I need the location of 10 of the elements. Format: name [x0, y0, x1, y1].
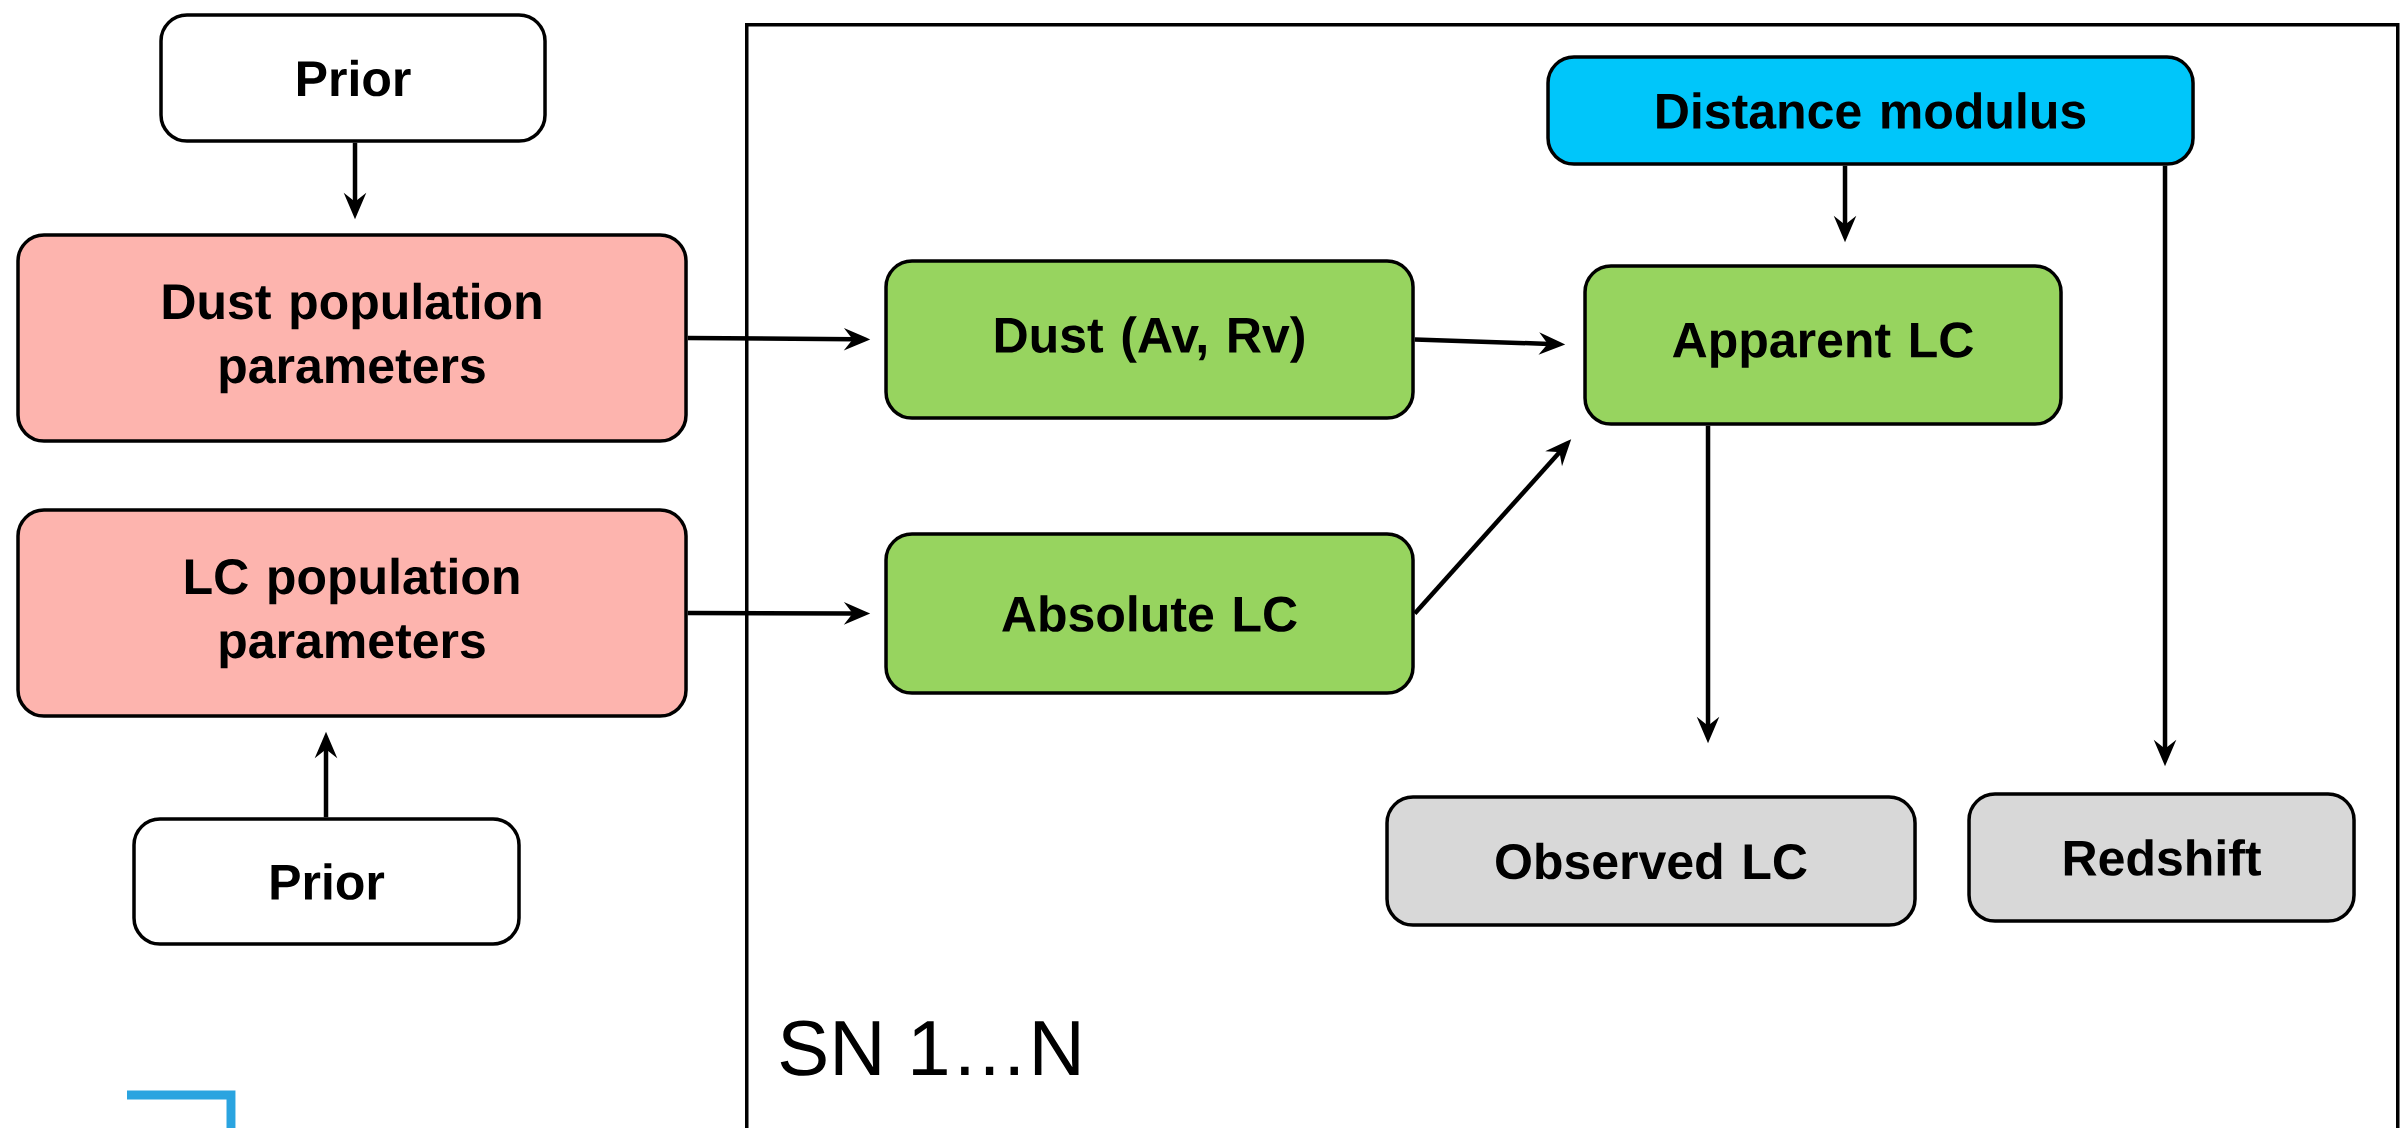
- process-box: Absolute LC: [884, 532, 1415, 695]
- process-box: Dust population parameters: [16, 233, 688, 443]
- process-box: Apparent LC: [1583, 264, 2063, 426]
- process-box: Prior: [159, 13, 547, 143]
- process-box: Dust (Av, Rv): [884, 259, 1415, 420]
- process-box: Prior: [132, 817, 521, 946]
- process-box: Redshift: [1967, 792, 2356, 923]
- process-box: Observed LC: [1385, 795, 1917, 927]
- process-box: LC population parameters: [16, 508, 688, 718]
- process-box: Distance modulus: [1546, 55, 2195, 166]
